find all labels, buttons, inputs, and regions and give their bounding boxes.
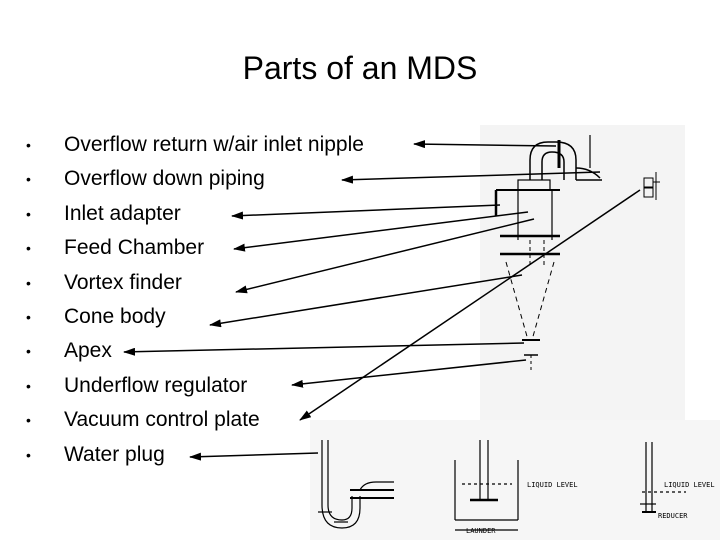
bullet-icon: • bbox=[26, 343, 31, 360]
overflow-return-elbow bbox=[529, 135, 602, 181]
water-plug-drawing bbox=[318, 440, 394, 529]
arrow-cone-body bbox=[209, 274, 523, 328]
liquid-level-label-2: LIQUID LEVEL bbox=[664, 481, 715, 489]
part-label-apex: Apex bbox=[64, 339, 112, 363]
part-label-vacuum-control-plate: Vacuum control plate bbox=[64, 408, 260, 432]
bullet-icon: • bbox=[26, 274, 31, 291]
diagram-background bbox=[310, 125, 720, 540]
bullet-icon: • bbox=[26, 171, 31, 188]
bullet-icon: • bbox=[26, 137, 31, 153]
part-label-overflow-down-piping: Overflow down piping bbox=[64, 167, 265, 191]
vortex-finder bbox=[529, 240, 545, 268]
launder-label: LAUNDER bbox=[466, 527, 496, 535]
reducer-label: REDUCER bbox=[658, 512, 688, 520]
part-label-cone-body: Cone body bbox=[64, 304, 166, 328]
arrow-feed-chamber bbox=[233, 211, 529, 252]
slide-title: Parts of an MDS bbox=[242, 50, 478, 86]
arrow-water-plug bbox=[189, 452, 319, 461]
reducer-drawing bbox=[640, 442, 686, 513]
part-label-underflow-regulator: Underflow regulator bbox=[64, 373, 248, 397]
leader-arrows bbox=[123, 140, 641, 461]
separator-schematic bbox=[494, 135, 660, 372]
arrow-vortex-finder bbox=[235, 218, 535, 294]
part-label-vortex-finder: Vortex finder bbox=[64, 270, 182, 294]
vacuum-control-plate bbox=[643, 172, 660, 200]
inlet-adapter bbox=[494, 179, 560, 216]
arrow-underflow-regulator bbox=[291, 359, 527, 388]
liquid-level-label-1: LIQUID LEVEL bbox=[527, 481, 578, 489]
cone-body bbox=[505, 261, 555, 372]
arrow-overflow-return bbox=[413, 140, 557, 149]
part-label-overflow-return: Overflow return w/air inlet nipple bbox=[64, 133, 364, 156]
arrow-overflow-down-piping bbox=[341, 171, 601, 184]
bullet-icon: • bbox=[26, 308, 31, 325]
bullet-icon: • bbox=[26, 240, 31, 257]
arrow-apex bbox=[123, 342, 525, 356]
bullet-icon: • bbox=[26, 446, 31, 463]
bullet-icon: • bbox=[26, 205, 31, 222]
bullet-icon: • bbox=[26, 412, 31, 429]
part-label-feed-chamber: Feed Chamber bbox=[64, 236, 205, 260]
bullet-icon: • bbox=[26, 377, 31, 394]
part-label-inlet-adapter: Inlet adapter bbox=[64, 201, 181, 225]
arrow-vacuum-control-plate bbox=[299, 189, 641, 421]
part-label-water-plug: Water plug bbox=[64, 442, 165, 466]
arrow-inlet-adapter bbox=[231, 204, 501, 220]
launder-drawing bbox=[454, 440, 519, 531]
